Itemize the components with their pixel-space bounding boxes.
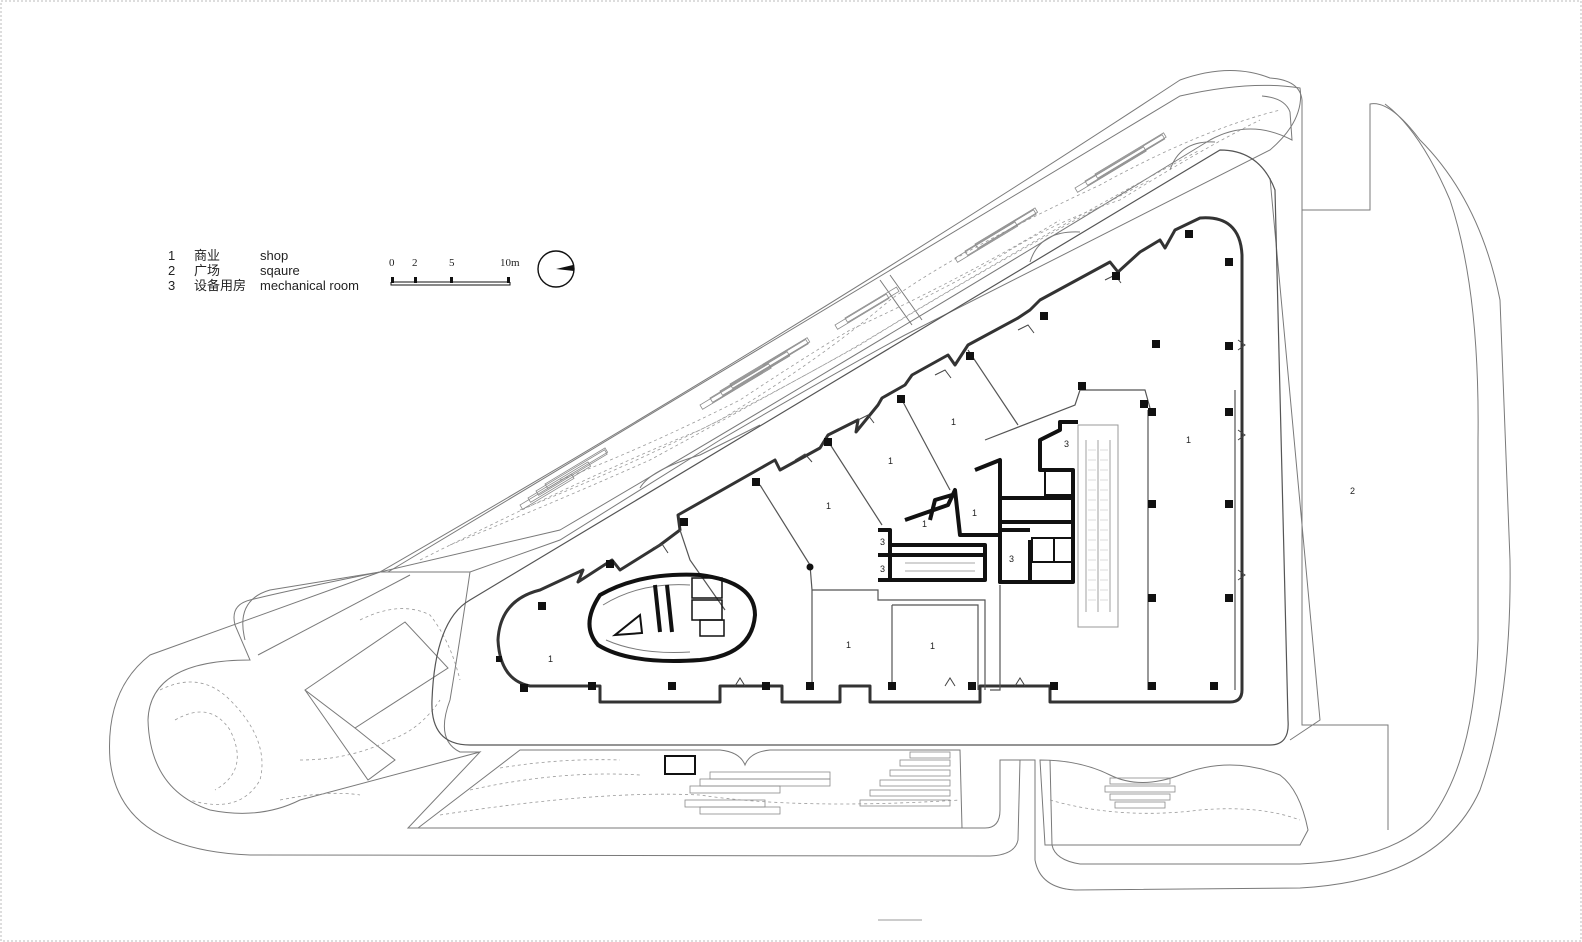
partition-6 — [984, 389, 1151, 441]
planter-curve-c — [1169, 141, 1216, 171]
stair-block — [888, 543, 987, 582]
room-label-mech-c: 3 — [880, 564, 885, 574]
scale-bar: 0 2 5 10m — [389, 257, 520, 286]
legend-cn-1: 商业 — [194, 248, 220, 263]
structural-columns — [496, 230, 1233, 692]
elevator-shaft-3 — [1053, 537, 1074, 563]
room-label-shop-a: 1 — [826, 501, 831, 511]
perimeter-doors — [652, 274, 1246, 687]
partition-9 — [990, 585, 1001, 691]
upper-steps — [519, 132, 1167, 510]
lobe-contour-2 — [174, 711, 238, 791]
core-partition — [1000, 496, 1073, 532]
planter-curve-d — [879, 274, 923, 326]
north-arrow-icon — [537, 250, 575, 288]
room-label-square: 2 — [1350, 486, 1355, 496]
ramp-long-edge — [257, 574, 411, 656]
legend-en-3: mechanical room — [260, 278, 359, 293]
landscape-band — [386, 84, 1302, 573]
building-wall — [496, 216, 1244, 704]
elliptical-core — [587, 572, 757, 663]
plaza-diagonal-line — [1269, 177, 1321, 741]
terrain-contour-3 — [519, 109, 1281, 511]
lobe-contour-1 — [159, 681, 263, 805]
scale-tick-0: 0 — [389, 257, 395, 269]
legend-num-1: 1 — [168, 248, 175, 263]
lower-band — [416, 749, 963, 829]
lobe-contour-5 — [279, 792, 361, 801]
room-label-shop-atrium: 1 — [548, 654, 553, 664]
room-label-shop-f: 1 — [1186, 435, 1191, 445]
partition-3 — [825, 437, 883, 526]
legend-en-2: sqaure — [260, 263, 300, 278]
plaza-edge-line — [1301, 210, 1389, 830]
column-round — [806, 563, 814, 571]
scale-tick-10m: 10m — [500, 257, 520, 269]
scale-tick-5: 5 — [449, 257, 455, 269]
room-label-shop-h: 1 — [930, 641, 935, 651]
partition-8 — [1147, 390, 1236, 690]
partition-2 — [759, 484, 811, 566]
site-boundary-inner — [147, 95, 1293, 829]
escalator-pattern — [1088, 449, 1108, 601]
mech-room-core-b — [998, 530, 1032, 584]
partition-5 — [967, 349, 1019, 426]
legend-num-3: 3 — [168, 278, 175, 293]
partition-7 — [809, 564, 986, 690]
site-boundary-outer — [109, 70, 1511, 891]
escalator-well — [1077, 424, 1119, 628]
elevator-shaft-1 — [1044, 469, 1074, 496]
elevator-shaft-2 — [1031, 537, 1055, 563]
right-lower-lobe — [1039, 759, 1309, 846]
lower-contour-3 — [499, 759, 621, 769]
lower-steps — [684, 751, 951, 815]
terrain-contour-4 — [559, 219, 1061, 481]
ramp-outline — [304, 621, 449, 729]
lower-contour-1 — [439, 793, 961, 816]
legend-cn-3: 设备用房 — [194, 278, 246, 293]
partition-4 — [901, 399, 951, 491]
lower-contour-2 — [469, 773, 641, 791]
room-labels: 1 1 1 1 1 1 1 1 1 2 3 3 3 3 — [548, 417, 1355, 664]
mech-room-left — [878, 528, 892, 582]
ramp-edge — [304, 689, 396, 781]
planter-curve-b — [1029, 231, 1081, 263]
scale-tick-2: 2 — [412, 257, 418, 269]
room-label-mech-a: 3 — [1064, 439, 1069, 449]
legend-num-2: 2 — [168, 263, 175, 278]
lobe-contour-3 — [299, 699, 441, 761]
partition-1 — [679, 529, 726, 611]
kiosk — [664, 755, 696, 775]
escalator-treads — [1085, 440, 1111, 612]
right-lower-contour — [1049, 799, 1301, 821]
right-lower-steps — [1104, 777, 1176, 809]
site-boundary-right-inner — [1049, 103, 1479, 865]
room-label-shop-c: 1 — [951, 417, 956, 427]
left-lobe — [242, 571, 480, 753]
core-walls — [904, 458, 1002, 537]
lobe-contour-4 — [359, 608, 461, 681]
building-platform — [431, 149, 1289, 746]
legend-en-1: shop — [260, 248, 288, 263]
room-label-shop-g: 1 — [846, 640, 851, 650]
room-label-shop-e: 1 — [972, 508, 977, 518]
terrain-contour-2 — [449, 179, 1151, 546]
legend-cn-2: 广场 — [194, 263, 220, 278]
room-label-shop-d: 1 — [922, 519, 927, 529]
stair-treads — [905, 562, 975, 572]
planter-curve-a — [639, 424, 761, 489]
terrain-contour-1 — [419, 149, 1201, 561]
legend: 1 商业 shop 2 广场 sqaure 3 设备用房 mechanical … — [168, 248, 359, 293]
room-label-shop-b: 1 — [888, 456, 893, 466]
room-label-mech-b: 3 — [880, 537, 885, 547]
room-label-mech-d: 3 — [1009, 554, 1014, 564]
